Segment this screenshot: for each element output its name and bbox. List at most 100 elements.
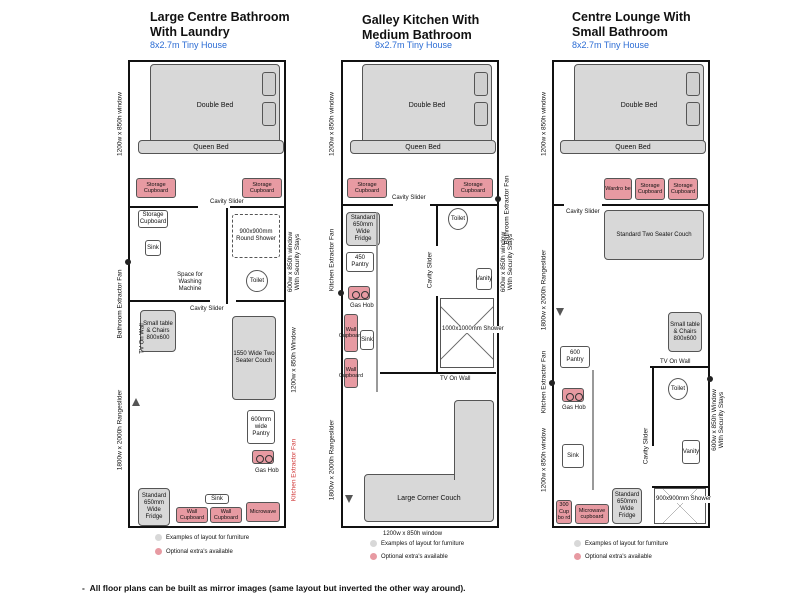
plan-3-storage-1: Storage Cupboard [635,178,665,200]
wall [343,204,393,206]
plan-3-microwave-cupboard: Microwave cupboard [575,504,609,524]
pillow-icon [686,102,700,126]
wall [130,206,198,208]
arrow-up-icon [132,398,140,406]
plan-1-fridge: Standard 650mm Wide Fridge [138,488,170,526]
plan-3-gas-hob-label: Gas Hob [562,405,586,411]
wall [652,366,654,446]
plan-2-pantry: 450 Pantry [346,252,374,272]
plan-1-subtitle: 8x2.7m Tiny House [150,40,228,50]
legend-grey-dot [155,534,162,541]
plan-1-window-lounge-label: 1200w x 850h Window [290,327,298,393]
bench-line [376,212,378,392]
wall [380,372,496,374]
plan-3-shower [654,488,706,524]
plan-3-shower-label: 900x900mm Shower [656,496,712,503]
plan-2-fridge: Standard 650mm Wide Fridge [346,212,380,246]
plan-3-double-bed: Double Bed [574,64,704,146]
pillow-icon [474,102,488,126]
plan-2-window-bottom-label: 1200w x 850h window [383,531,443,537]
plan-2-subtitle: 8x2.7m Tiny House [375,40,453,50]
plan-3-couch: Standard Two Seater Couch [604,210,704,260]
footnote: - All floor plans can be built as mirror… [82,583,466,593]
plan-1-microwave: Microwave [246,502,280,522]
plan-2-gas-hob-label: Gas Hob [350,303,374,309]
arrow-down-icon [556,308,564,316]
plan-3-table: Small table & Chairs 800x600 [668,312,702,352]
plan-3-kitchen-fan-label: Kitchen Extractor Fan [540,350,548,414]
plan-1-storage-right: Storage Cupboard [242,178,282,198]
legend-grey-dot [574,540,581,547]
plan-3-sink: Sink [562,444,584,468]
plan-3-storage-2: Storage Cupboard [668,178,698,200]
wall [130,300,210,302]
legend-pink-dot [370,553,377,560]
pillow-icon [474,72,488,96]
plan-1-double-bed: Double Bed [150,64,280,146]
wall [226,208,228,304]
fan-icon [338,290,344,296]
wall [430,204,497,206]
wall [436,296,438,372]
fan-icon [549,380,555,386]
plan-3-window-top-label: 1200w x 850h window [540,92,548,156]
plan-3-tv: TV On Wall [660,359,691,365]
legend-pink-dot [155,548,162,555]
plan-2-shower-label: 1000x1000mm Shower [442,326,504,333]
plan-3-wardrobe: Wardro be [604,178,632,200]
legend-grey-text: Examples of layout for furniture [585,541,669,547]
plan-2-kitchen-fan-label: Kitchen Extractor Fan [328,228,336,292]
legend-pink-text: Optional extra's available [585,554,652,560]
plan-2-corner-couch-arm [454,400,494,480]
bench-line [592,370,594,490]
legend-grey-text: Examples of layout for furniture [381,541,465,547]
plan-1-gas-hob-icon [252,450,274,464]
plan-2-double-bed: Double Bed [362,64,492,146]
plan-1-storage-small: Storage Cupboard [138,210,168,228]
plan-2-tv: TV On Wall [440,376,471,382]
wall [554,204,564,206]
plan-1-kitchen-fan-label: Kitchen Extractor Fan [290,438,298,502]
wall [650,366,708,368]
plan-2-toilet: Toilet [448,208,468,230]
plan-1-kitchen-sink: Sink [205,494,229,504]
plan-1-window-top-label: 1200w x 850h window [116,92,124,156]
plan-1-tv: TV On Wall [139,323,146,354]
plan-1-cavity-slider-bottom: Cavity Slider [190,306,224,312]
plan-2-shower [440,298,494,368]
plan-2-queen-bed: Queen Bed [350,140,496,154]
plan-2-corner-couch: Large Corner Couch [364,474,494,522]
plan-3-pantry: 600 Pantry [560,346,590,368]
legend-pink-text: Optional extra's available [166,549,233,555]
plan-2-window-top-label: 1200w x 850h window [328,92,336,156]
plan-2-wall-cupboard-2: Wall Cupboard [339,358,363,388]
plan-1-window-security-label: 600w x 850h window With Security Stays [287,231,301,293]
plan-2-rangeslider-label: 1800w x 2000h Rangeslider [328,419,336,501]
fan-icon [495,196,501,202]
plan-1-storage-left: Storage Cupboard [136,178,176,198]
plan-3-rangeslider-label: 1800w x 2000h Rangeslider [540,249,548,331]
plan-2-cavity-slider-2: Cavity Slider [426,251,434,289]
legend-grey-dot [370,540,377,547]
pillow-icon [262,102,276,126]
plan-1-wall-cupboard-2: Wall Cupboard [210,507,242,523]
plan-1-gas-hob-label: Gas Hob [255,468,279,474]
plan-3-queen-bed: Queen Bed [560,140,706,154]
plan-3-toilet: Toilet [668,378,688,400]
plan-2-wall-cupboard-1: Wall Cupboard [339,314,363,352]
arrow-down-icon [345,495,353,503]
plan-2-sink: Sink [360,330,374,350]
legend-pink-text: Optional extra's available [381,554,448,560]
plan-1-rangeslider-label: 1800w x 2000h Rangeslider [116,389,124,471]
plan-2-gas-hob-icon [348,286,370,300]
wall [436,206,438,246]
plan-1-toilet: Toilet [246,270,268,292]
wall [236,300,284,302]
plan-2-storage-left: Storage Cupboard [347,178,387,198]
plan-3-gas-hob-icon [562,388,584,402]
plan-1-table: Small table & Chairs 800x600 [140,310,176,352]
plan-2-vanity: Vanity [476,268,492,290]
plan-1-washing-space: Space for Washing Machine [177,272,203,292]
